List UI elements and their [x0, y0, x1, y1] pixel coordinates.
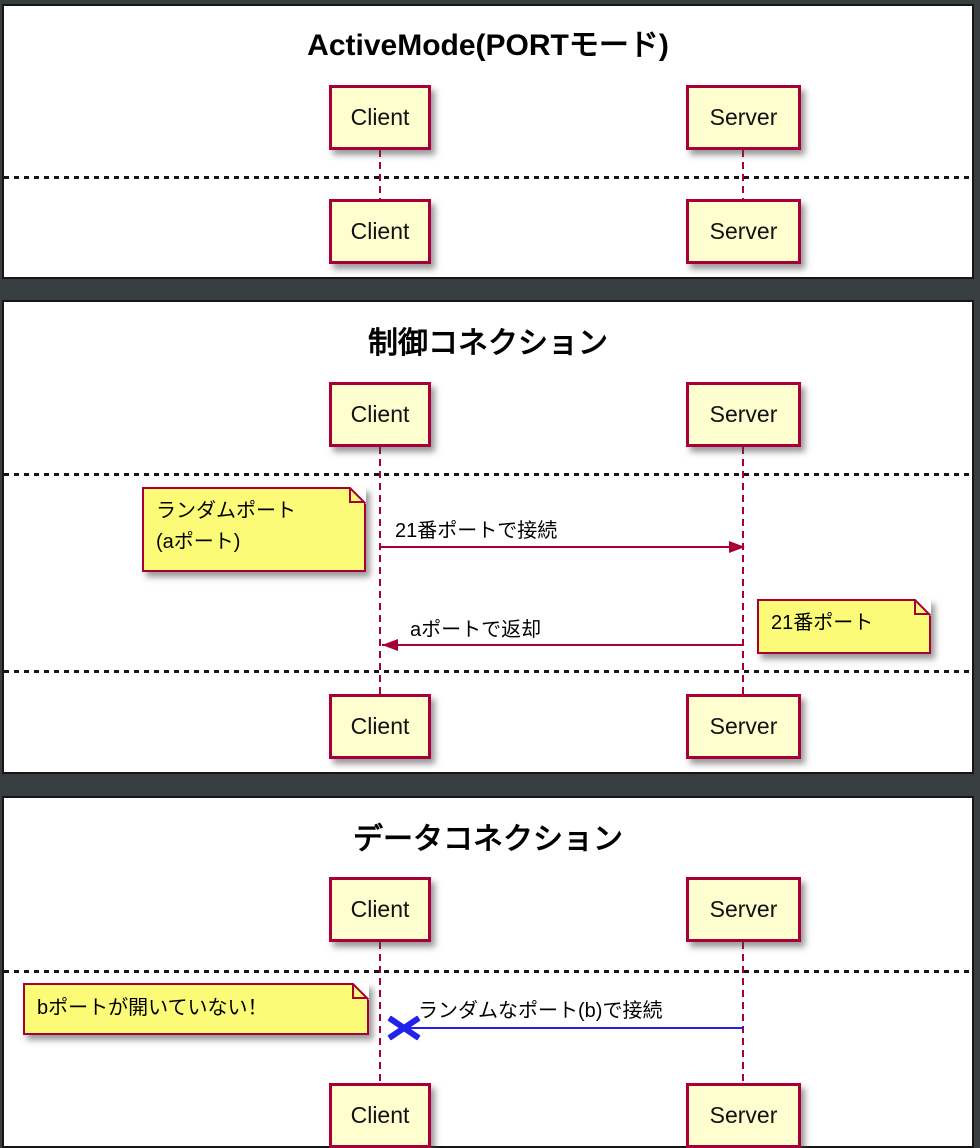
page-break-separator — [4, 670, 972, 673]
participant-client-top: Client — [329, 382, 431, 447]
server-lifeline — [742, 447, 744, 694]
message-label-random-port-b: ランダムなポート(b)で接続 — [418, 1000, 663, 1022]
note-line: 21番ポート — [771, 612, 874, 634]
note-fold-icon — [349, 487, 366, 504]
page-break-separator — [4, 970, 972, 973]
participant-client-bottom: Client — [329, 694, 431, 759]
server-lifeline — [742, 150, 744, 199]
message-line — [382, 644, 744, 646]
participant-client-bottom: Client — [329, 1083, 431, 1148]
page-break-separator — [4, 473, 972, 476]
server-lifeline — [742, 942, 744, 1083]
note-line: bポートが開いていない！ — [37, 997, 268, 1019]
participant-client-top: Client — [329, 85, 431, 150]
message-line — [381, 546, 744, 548]
note-port-b-closed: bポートが開いていない！ — [23, 983, 369, 1035]
participant-client-top: Client — [329, 877, 431, 942]
participant-client-bottom: Client — [329, 199, 431, 264]
page-title: データコネクション — [353, 823, 623, 856]
client-lifeline — [379, 150, 381, 199]
note-fold-icon — [914, 599, 931, 616]
page-active-mode: ActiveMode(PORTモード) Client Server Client… — [2, 4, 974, 279]
note-fold-icon — [352, 983, 369, 1000]
client-lifeline — [379, 447, 381, 694]
failed-message-line — [403, 1027, 744, 1029]
page-title: 制御コネクション — [368, 327, 608, 360]
page-control-connection: 制御コネクション Client Server ランダムポート (aポート) 21… — [2, 300, 974, 774]
client-lifeline — [379, 942, 381, 1083]
participant-server-bottom: Server — [686, 694, 801, 759]
note-port21: 21番ポート — [757, 599, 931, 654]
message-label-connect-port21: 21番ポートで接続 — [395, 520, 558, 542]
note-line: ランダムポート — [156, 500, 296, 522]
message-label-return-port-a: aポートで返却 — [410, 619, 542, 641]
page-break-separator — [4, 176, 972, 179]
participant-server-bottom: Server — [686, 1083, 801, 1148]
page-data-connection: データコネクション Client Server bポートが開いていない！ ランダ… — [2, 796, 974, 1148]
failed-cross-icon — [385, 1014, 423, 1042]
participant-server-top: Server — [686, 877, 801, 942]
note-random-port: ランダムポート (aポート) — [142, 487, 366, 572]
participant-server-top: Server — [686, 85, 801, 150]
participant-server-top: Server — [686, 382, 801, 447]
page-title: ActiveMode(PORTモード) — [307, 29, 669, 62]
arrowhead-right-icon — [729, 541, 745, 553]
note-line: (aポート) — [156, 531, 241, 553]
participant-server-bottom: Server — [686, 199, 801, 264]
arrowhead-left-icon — [382, 639, 398, 651]
